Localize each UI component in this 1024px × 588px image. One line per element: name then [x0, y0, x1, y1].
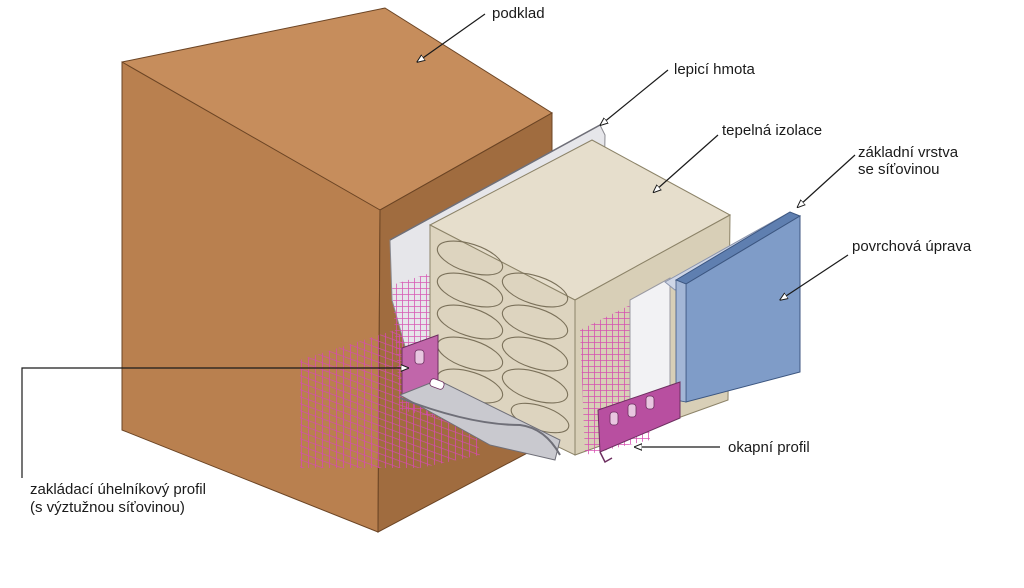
starter-profile [398, 334, 561, 461]
leader-insulation [656, 134, 719, 190]
label-starter-profile-line2: (s výztužnou síťovinou) [30, 499, 185, 516]
leader-adhesive [603, 69, 669, 123]
label-insulation: tepelná izolace [722, 122, 822, 139]
starter-mesh-wall [300, 330, 480, 468]
drip-profile-slot-2 [627, 403, 637, 418]
leader-finish [783, 254, 849, 298]
starter-profile-slot-2 [429, 378, 445, 390]
finish-panel [674, 211, 802, 403]
label-substrate: podklad [492, 5, 545, 22]
label-finish: povrchová úprava [852, 238, 972, 255]
label-starter-profile-line1: zakládací úhelníkový profil [30, 481, 206, 498]
insulation-fibre-pattern [436, 240, 570, 434]
drip-profile-lip [599, 451, 613, 464]
starter-profile-curve [399, 397, 561, 456]
drip-profile-slot-3 [645, 395, 655, 410]
adhesive-top-edge [389, 124, 601, 241]
label-base-coat-line2: se síťovinou [858, 161, 940, 178]
label-adhesive: lepicí hmota [674, 61, 756, 78]
drip-profile-face [597, 381, 681, 453]
leader-substrate [420, 13, 486, 60]
starter-profile-slot [414, 349, 425, 365]
labels: podklad lepicí hmota tepelná izolace zák… [30, 5, 972, 516]
label-drip-profile: okapní profil [728, 439, 810, 456]
leader-base-coat [800, 154, 856, 205]
drip-profile [597, 381, 681, 464]
drip-profile-slot-1 [609, 411, 619, 426]
leader-starter [21, 368, 405, 478]
finish-panel-inner-edge [675, 279, 687, 403]
label-base-coat-line1: základní vrstva [858, 144, 959, 161]
leader-lines [21, 13, 856, 478]
